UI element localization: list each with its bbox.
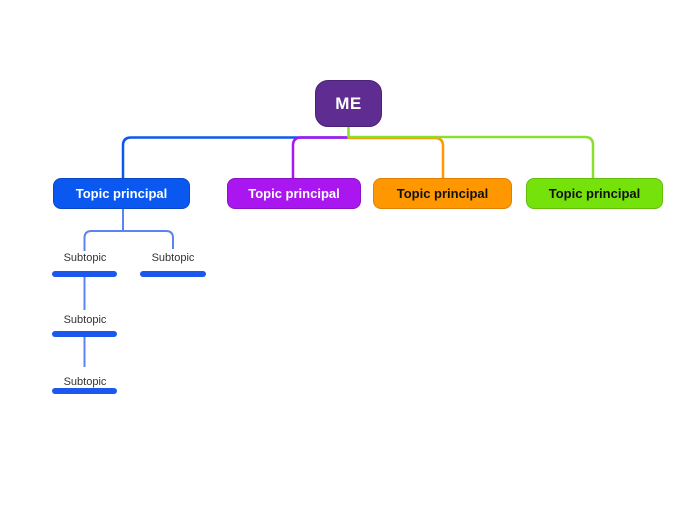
- topic-node-violet[interactable]: Topic principal: [227, 178, 361, 209]
- topic-node-orange[interactable]: Topic principal: [373, 178, 512, 209]
- subtopic-2-label[interactable]: Subtopic: [151, 252, 195, 264]
- subtopic-2-underline[interactable]: [140, 271, 206, 277]
- connector-topic-orange: [348, 136, 445, 179]
- subtopic-4-underline[interactable]: [52, 388, 117, 394]
- topic-node-green[interactable]: Topic principal: [526, 178, 663, 209]
- subtopic-3-underline[interactable]: [52, 331, 117, 337]
- connector-topic-violet: [291, 136, 348, 179]
- topic-node-label: Topic principal: [548, 186, 641, 201]
- subtopic-3-label[interactable]: Subtopic: [63, 314, 107, 326]
- topic-node-label: Topic principal: [75, 186, 168, 201]
- topic-node-blue[interactable]: Topic principal: [53, 178, 190, 209]
- topic-node-label: Topic principal: [248, 186, 340, 201]
- subtopic-1-label[interactable]: Subtopic: [63, 252, 107, 264]
- root-node-me[interactable]: ME: [315, 80, 382, 127]
- connector-topic-blue: [121, 136, 348, 179]
- connector-subtopic-fork: [83, 209, 174, 251]
- subtopic-4-label[interactable]: Subtopic: [63, 376, 107, 388]
- subtopic-1-underline[interactable]: [52, 271, 117, 277]
- topic-node-label: Topic principal: [396, 186, 489, 201]
- connector-topic-green: [347, 126, 595, 179]
- root-node-label: ME: [335, 93, 362, 113]
